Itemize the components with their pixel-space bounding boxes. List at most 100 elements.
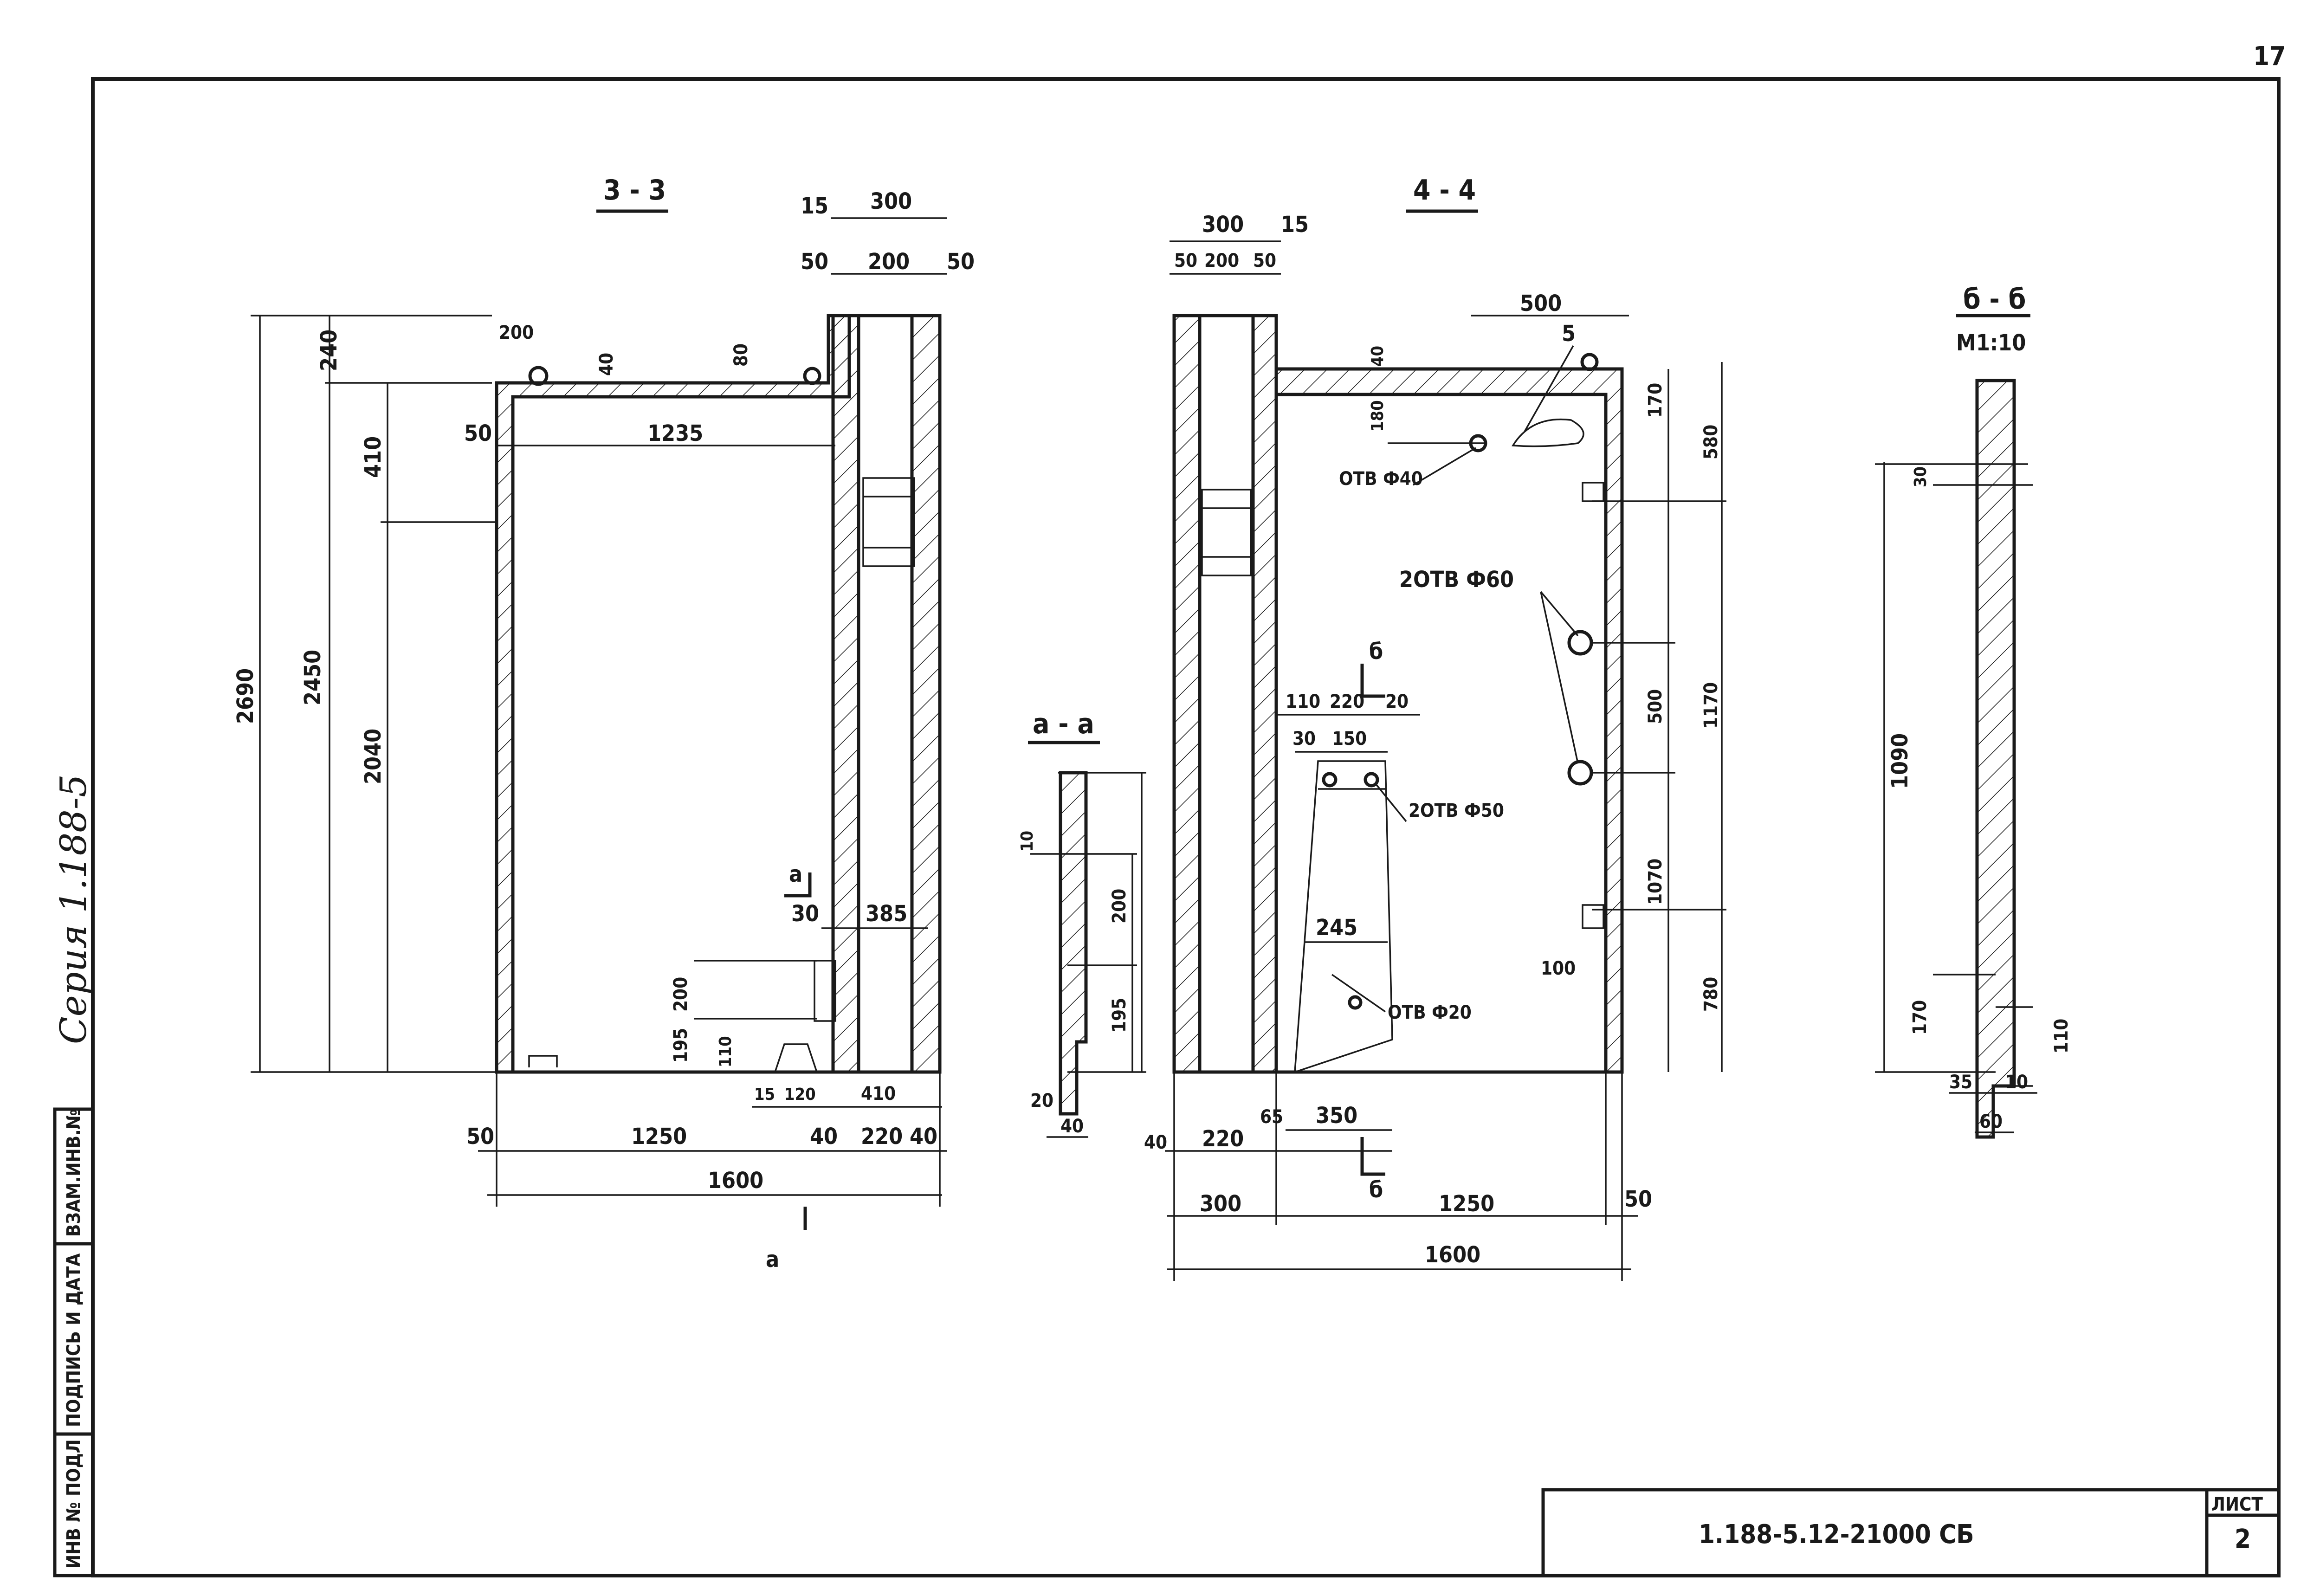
dim-3-3-50bot: 50 [466, 1124, 494, 1150]
stamp-inv-orig: ИНВ № ПОДЛ [63, 1439, 84, 1569]
cut-mark-a-bottom: а [766, 1247, 779, 1273]
dim-4-4-220: 220 [1202, 1126, 1244, 1152]
dim-4-4-150: 150 [1332, 728, 1367, 750]
dim-4-4-100: 100 [1541, 958, 1576, 979]
label-holes-50: 2ОТВ Ф50 [1409, 800, 1504, 821]
dim-3-3-1250: 1250 [631, 1124, 687, 1150]
cut-mark-b-top: б [1369, 639, 1383, 665]
dim-a-a-195: 195 [1109, 998, 1130, 1033]
dim-3-3-300: 300 [870, 188, 912, 214]
dim-b-b-110: 110 [2051, 1019, 2072, 1053]
cut-mark-a-top: а [789, 861, 802, 887]
label-hole-20: ОТВ Ф20 [1388, 1002, 1472, 1023]
dim-3-3-15: 15 [801, 193, 828, 219]
dim-4-4-350: 350 [1316, 1103, 1357, 1129]
section-4-4-title: 4 - 4 [1413, 174, 1476, 207]
section-a-a-wall [1059, 771, 1088, 1116]
sheet-number: 2 [2235, 1524, 2251, 1554]
dim-3-3-385: 385 [866, 901, 907, 927]
section-3-3-title: 3 - 3 [603, 174, 666, 207]
document-code: 1.188-5.12-21000 СБ [1699, 1519, 1974, 1550]
dim-3-3-30: 30 [791, 901, 819, 927]
dim-4-4-1170: 1170 [1700, 682, 1722, 729]
sheet-frame [91, 77, 2281, 1577]
dim-3-3-200low: 200 [670, 977, 691, 1012]
dim-3-3-80: 80 [730, 343, 752, 367]
label-hole-40: ОТВ Ф40 [1339, 468, 1423, 490]
label-holes-60: 2ОТВ Ф60 [1399, 567, 1514, 593]
section-4-4-bracket [1294, 760, 1393, 1073]
dim-3-3-40: 40 [596, 353, 617, 376]
dim-3-3-40r: 40 [910, 1124, 937, 1150]
dim-3-3-50left: 50 [464, 420, 492, 446]
section-a-a: а - а 10 200 195 20 40 [1018, 708, 1146, 1138]
dim-4-4-30: 30 [1292, 728, 1316, 750]
dim-3-3-195: 195 [670, 1028, 691, 1063]
dim-4-4-50bot: 50 [1624, 1186, 1652, 1212]
section-3-3-outer-wall [910, 314, 942, 1074]
dim-4-4-40bot: 40 [1144, 1132, 1167, 1153]
dim-4-4-50b: 50 [1253, 250, 1276, 271]
dim-3-3-50b: 50 [947, 249, 975, 275]
dim-3-3-200top: 200 [499, 322, 534, 343]
dim-3-3-1600: 1600 [708, 1168, 763, 1194]
dim-b-b-10: 10 [2005, 1072, 2028, 1093]
dim-4-4-180: 180 [1368, 400, 1387, 432]
dim-a-a-40: 40 [1060, 1116, 1084, 1137]
side-stamp: ИНВ № ПОДЛ ПОДПИСЬ И ДАТА ВЗАМ.ИНВ.№ [53, 1107, 95, 1577]
dim-4-4-40: 40 [1368, 346, 1387, 367]
section-3-3: 3 - 3 15 300 50 200 50 240 26 [233, 174, 975, 1273]
dim-3-3-50a: 50 [801, 249, 828, 275]
section-b-b-wall [1975, 379, 2016, 1139]
series-note: Серия 1.188-5 [53, 774, 95, 1044]
dim-4-4-500: 500 [1520, 291, 1562, 317]
dim-3-3-410low: 410 [861, 1083, 896, 1105]
dim-4-4-65: 65 [1260, 1106, 1283, 1128]
dim-a-a-200: 200 [1109, 889, 1130, 924]
dim-b-b-1090: 1090 [1887, 733, 1913, 789]
dim-a-a-10: 10 [1018, 831, 1037, 852]
dim-4-4-5: 5 [1562, 321, 1576, 347]
cut-mark-b-bottom: б [1369, 1177, 1383, 1203]
dim-4-4-1600: 1600 [1425, 1242, 1480, 1268]
dim-4-4-50a: 50 [1174, 250, 1197, 271]
dim-3-3-1235: 1235 [647, 420, 703, 446]
section-b-b: б - б М1:10 30 1090 170 110 35 10 60 [1875, 283, 2072, 1139]
dim-4-4-500v: 500 [1645, 689, 1666, 724]
stamp-signature-date: ПОДПИСЬ И ДАТА [63, 1254, 84, 1427]
dim-4-4-300: 300 [1202, 212, 1244, 238]
dim-b-b-35: 35 [1949, 1072, 1972, 1093]
dim-4-4-110: 110 [1286, 691, 1320, 712]
dim-4-4-20: 20 [1385, 691, 1409, 712]
dim-4-4-780: 780 [1700, 977, 1722, 1012]
dim-4-4-1250: 1250 [1439, 1191, 1494, 1217]
section-4-4-lifting-loop [1511, 418, 1584, 447]
dim-b-b-60: 60 [1979, 1111, 2003, 1132]
dim-b-b-30: 30 [1911, 466, 1930, 487]
dim-3-3-2450: 2450 [300, 650, 326, 705]
section-b-b-scale: М1:10 [1956, 330, 2026, 356]
dim-3-3-15low: 15 [754, 1085, 775, 1104]
dim-4-4-1070: 1070 [1645, 859, 1666, 905]
dim-4-4-245: 245 [1316, 915, 1357, 941]
dim-b-b-170: 170 [1909, 1000, 1931, 1035]
stamp-replace-inv: ВЗАМ.ИНВ.№ [63, 1109, 84, 1237]
section-3-3-inner-wall [831, 314, 860, 1074]
section-4-4: 4 - 4 300 15 50 200 50 500 5 [1144, 174, 1726, 1281]
sheet-label: ЛИСТ [2211, 1494, 2263, 1515]
dim-3-3-200: 200 [868, 249, 910, 275]
dim-4-4-170: 170 [1645, 383, 1666, 418]
dim-4-4-580: 580 [1700, 425, 1722, 459]
dim-3-3-2040: 2040 [360, 729, 386, 784]
dim-4-4-200: 200 [1204, 250, 1239, 271]
section-4-4-inner-wall [1251, 314, 1278, 1074]
dim-3-3-220: 220 [861, 1124, 903, 1150]
dim-4-4-15: 15 [1281, 212, 1309, 238]
title-block: 1.188-5.12-21000 СБ ЛИСТ 2 [1541, 1488, 2279, 1576]
dim-4-4-220top: 220 [1330, 691, 1364, 712]
dim-a-a-20: 20 [1030, 1090, 1053, 1111]
dim-4-4-300bot: 300 [1200, 1191, 1241, 1217]
dim-3-3-120: 120 [784, 1085, 816, 1104]
dim-3-3-40bot: 40 [810, 1124, 838, 1150]
